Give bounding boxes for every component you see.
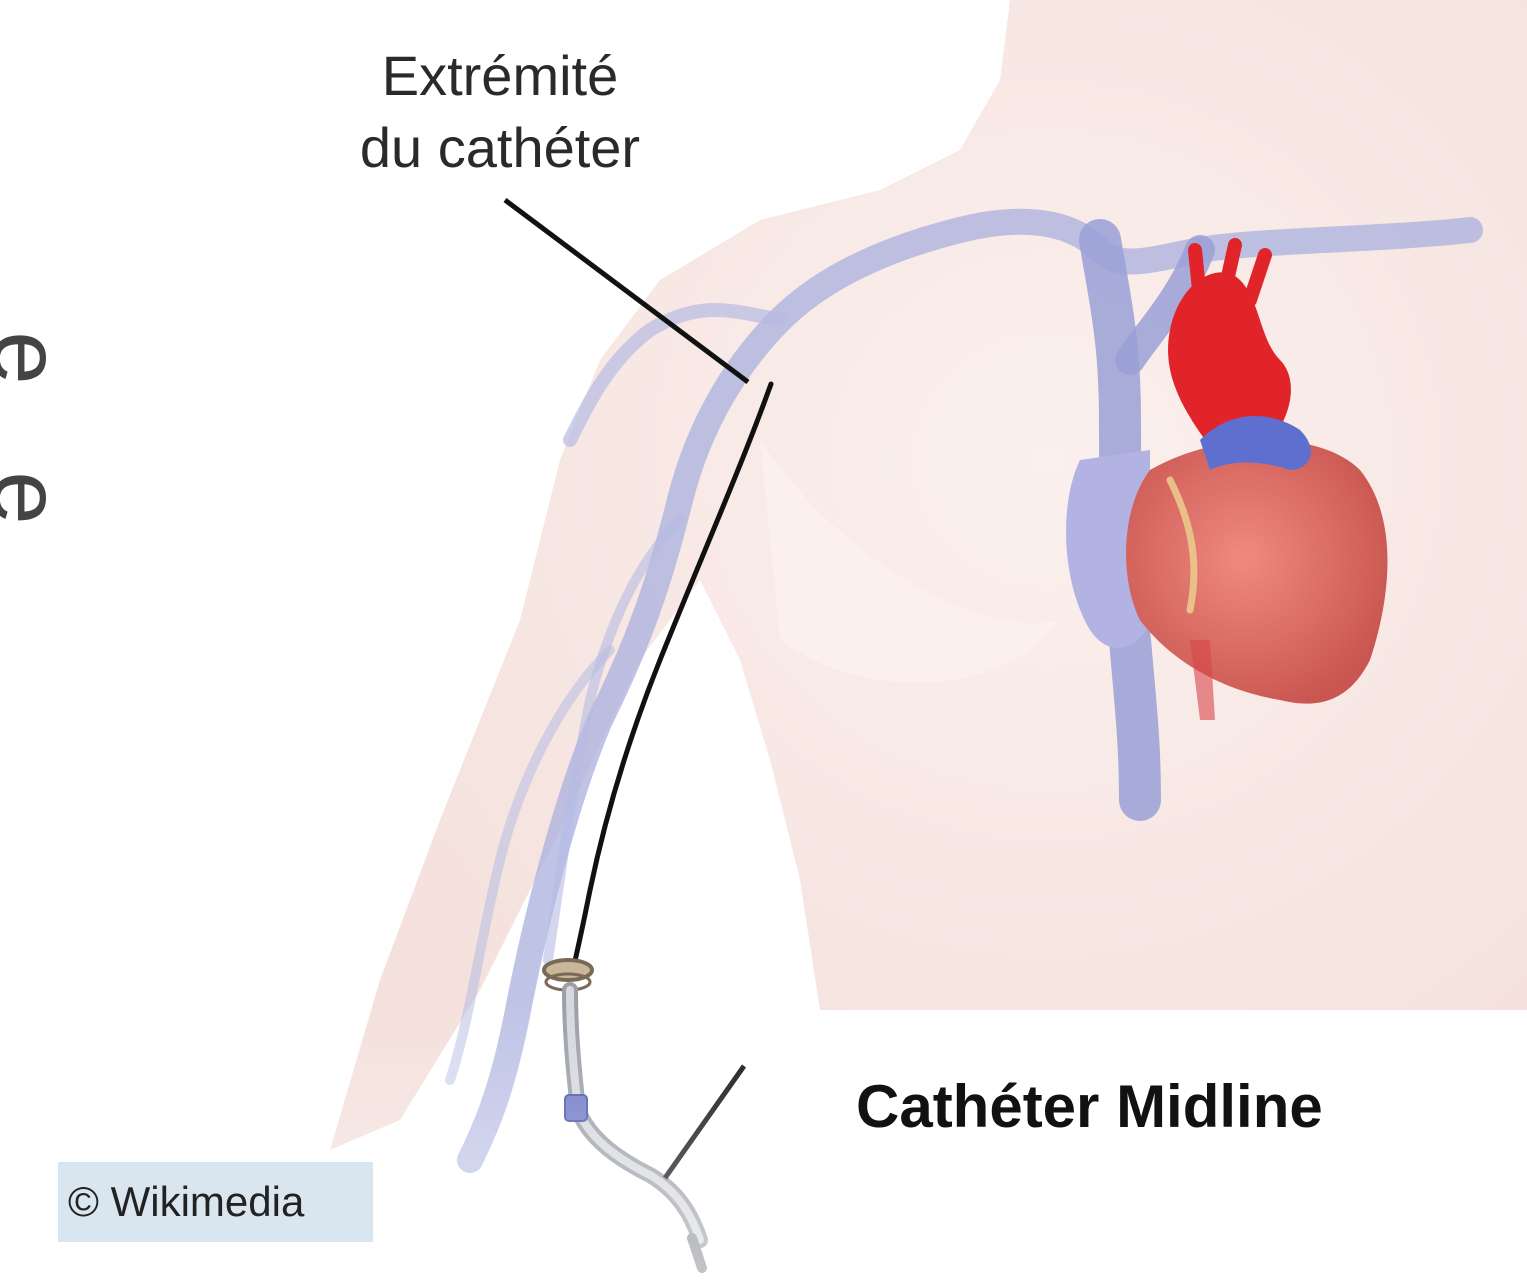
cropped-edge-glyph-upper: e xyxy=(0,331,75,384)
image-credit: © Wikimedia xyxy=(58,1162,373,1242)
catheter-tip-label-line2: du cathéter xyxy=(300,112,700,184)
catheter-tip-label: Extrémité du cathéter xyxy=(300,40,700,184)
catheter-tip-label-line1: Extrémité xyxy=(300,40,700,112)
midline-catheter-label: Cathéter Midline xyxy=(856,1072,1323,1141)
cropped-edge-glyph-lower: e xyxy=(0,471,75,524)
